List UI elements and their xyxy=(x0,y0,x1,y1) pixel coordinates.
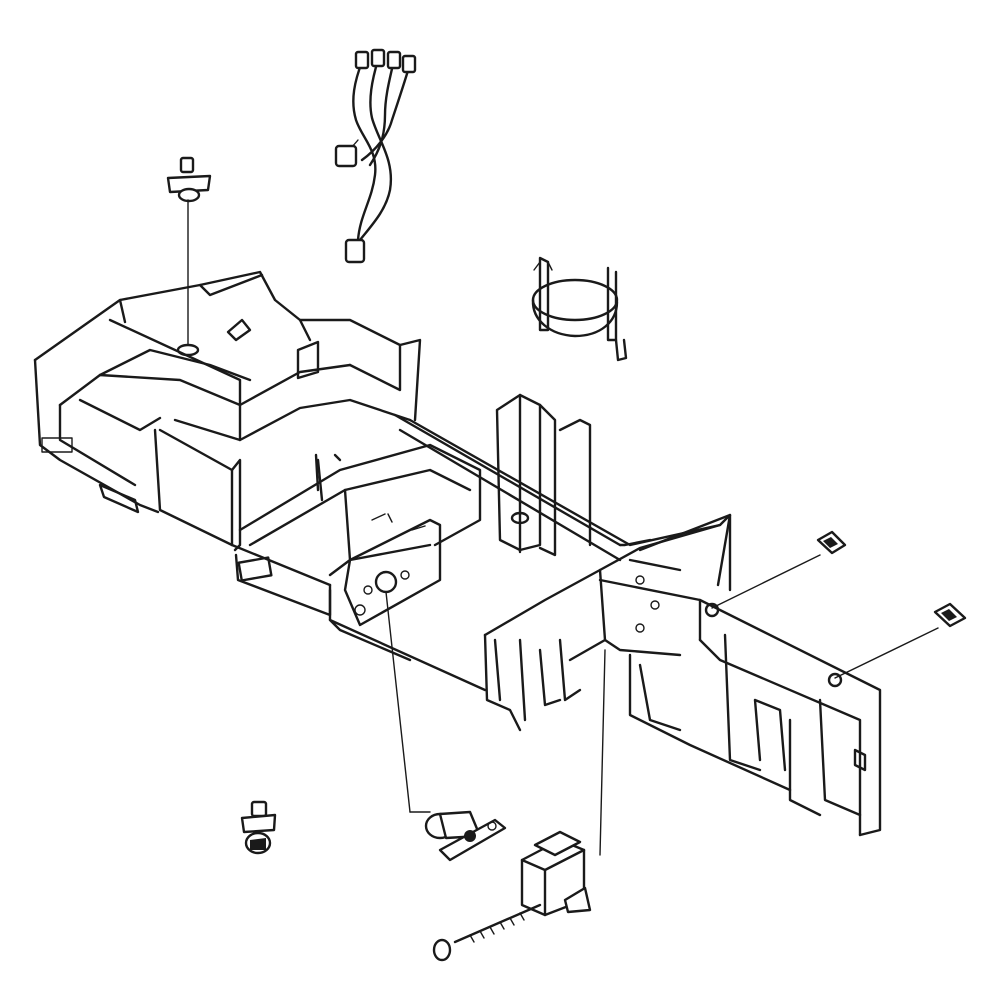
sensor-connector-upper-icon xyxy=(711,530,847,609)
motor-icon xyxy=(385,591,507,862)
capacitor-icon xyxy=(520,649,606,917)
main-frame-icon xyxy=(33,270,882,837)
screw-icon xyxy=(432,903,542,962)
ring-clamp-icon xyxy=(531,256,628,362)
push-rivet-top-icon xyxy=(166,156,212,346)
wire-harness-icon xyxy=(334,48,417,264)
sensor-connector-lower-icon xyxy=(834,602,967,679)
push-rivet-bottom-icon xyxy=(240,800,277,855)
